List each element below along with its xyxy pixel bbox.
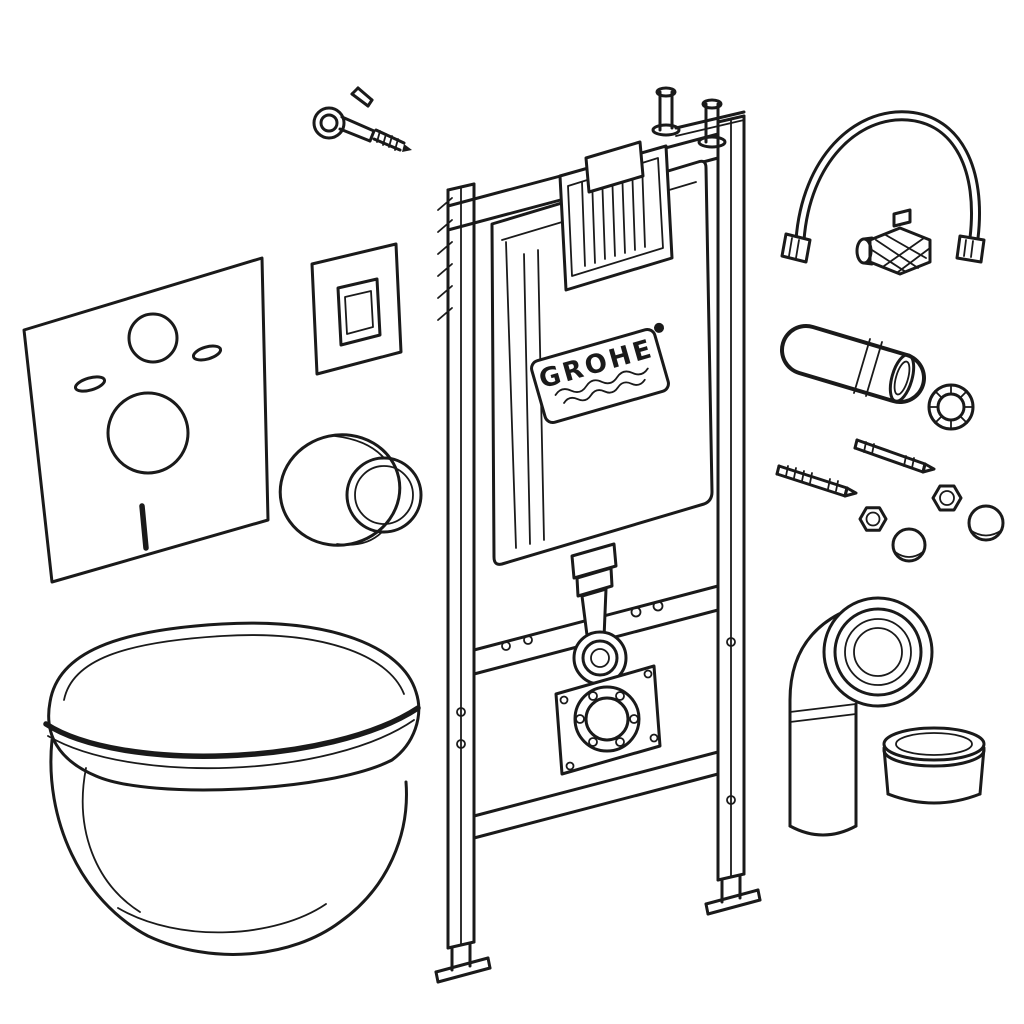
adjustable-foot [704,874,762,916]
drain-elbow [788,596,934,837]
angle-valve [855,208,932,276]
dome-cap [967,504,1005,542]
hose-nut [955,234,986,264]
seat-seam [43,705,421,759]
toilet-bowl [49,738,408,956]
fill-valve-box [558,140,674,292]
mat-hole [127,312,179,364]
wall-hatch-icon [437,197,453,321]
flush-bend-pipe [570,542,628,686]
wall-hung-toilet [43,621,421,956]
toilet-lid [47,621,421,792]
adjustable-foot [434,942,492,984]
frame-anchor-bolts [651,86,746,149]
concealed-cistern: GROHE [490,140,714,776]
sealing-ring [927,383,975,431]
hose-nut [780,232,812,264]
spacer-sleeve [278,433,423,547]
dome-cap [891,527,927,563]
extension-pipe [780,324,926,404]
hex-nut [858,506,888,532]
protection-cap [882,726,986,805]
wall-anchor-hook [312,86,412,152]
anchor-screw [372,128,412,152]
outlet-flange [554,664,662,776]
sound-insulation-mat [22,256,270,584]
flush-actuator-plate [310,242,403,376]
hex-nut [931,484,963,512]
mat-hole [106,391,190,475]
water-supply-hose [780,110,986,264]
logo-dot-icon [654,322,665,333]
logo-wave-icon [554,367,649,396]
logo-wave-icon [563,378,646,404]
threaded-rod [775,464,858,498]
threaded-rod [853,438,936,474]
